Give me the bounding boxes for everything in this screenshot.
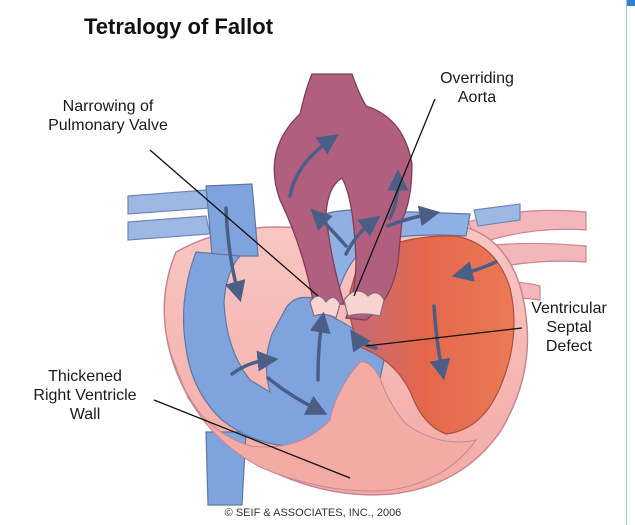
label-line: Aorta (412, 88, 542, 107)
label-line: Narrowing of (18, 97, 198, 116)
label-narrowing-pulmonary-valve: Narrowing of Pulmonary Valve (18, 97, 198, 135)
label-line: Thickened (10, 367, 160, 386)
label-line: Overriding (412, 69, 542, 88)
scroll-edge[interactable] (626, 0, 635, 525)
copyright-notice: © SEIF & ASSOCIATES, INC., 2006 (0, 507, 626, 519)
label-line: Ventricular (516, 299, 622, 318)
label-ventricular-septal-defect: Ventricular Septal Defect (516, 299, 622, 356)
superior-vena-cava (206, 184, 258, 256)
label-thickened-right-ventricle-wall: Thickened Right Ventricle Wall (10, 367, 160, 424)
label-line: Defect (516, 337, 622, 356)
label-line: Septal (516, 318, 622, 337)
label-line: Wall (10, 405, 160, 424)
label-line: Right Ventricle (10, 386, 160, 405)
label-overriding-aorta: Overriding Aorta (412, 69, 542, 107)
label-line: Pulmonary Valve (18, 116, 198, 135)
